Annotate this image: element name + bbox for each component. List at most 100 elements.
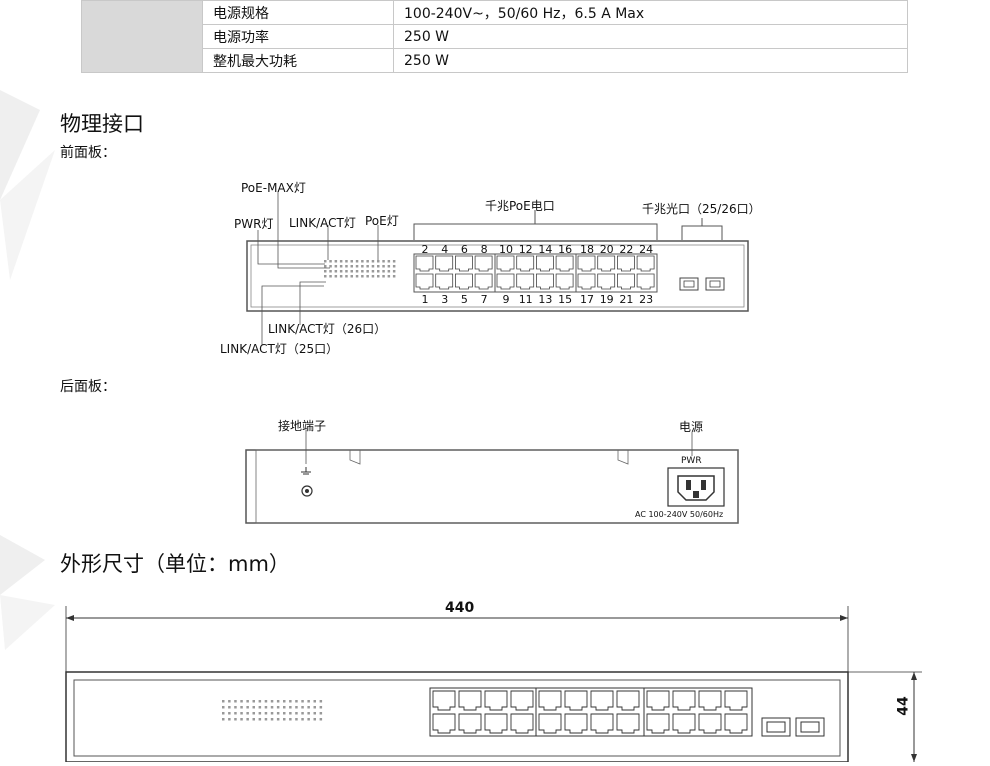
led-dot [222,706,225,709]
port-number: 15 [558,293,573,306]
rj45-port [435,273,454,290]
gigabit-poe-ports-label: 千兆PoE电口 [485,199,555,213]
led-dot [283,706,286,709]
led-dot [382,275,385,278]
led-dot [324,260,327,263]
led-dot [350,265,353,268]
rj45-port [415,255,434,272]
led-dot [339,260,343,263]
link-act-25-label: LINK/ACT灯（25口） [220,342,339,356]
led-dot [264,718,268,721]
led-dot [276,700,280,703]
led-dot [361,270,364,273]
pwr-led-label: PWR灯 [234,217,274,231]
height-dimension-value: 44 [895,696,912,716]
rj45-port [474,255,493,272]
rj45-port [510,713,534,734]
port-number: 20 [599,243,614,256]
rj45-port [538,713,562,734]
led-dot [283,700,286,703]
led-dot [324,265,327,268]
port-number: 2 [421,243,429,256]
width-dimension-value: 440 [445,600,475,616]
rj45-port [536,255,554,272]
led-dot [371,265,375,268]
led-dot [301,706,304,709]
port-number: 17 [580,293,594,306]
led-dot [228,718,231,721]
led-dot [329,260,332,263]
led-dot [334,270,338,273]
rj45-port [455,255,473,272]
led-dot [313,718,316,721]
port-number: 12 [518,243,533,256]
rj45-port [577,255,596,272]
led-dot [276,718,280,721]
port-number: 16 [558,243,573,256]
spec-table: 电源规格 100-240V~，50/60 Hz，6.5 A Max 电源功率 2… [81,0,908,73]
dimension-drawing: 440 44 [60,598,930,763]
led-dot [377,270,380,273]
port-number: 22 [619,243,634,256]
spec-value: 250 W [393,24,908,49]
led-dot [234,700,237,703]
rj45-port [590,713,614,734]
rj45-port [432,713,456,734]
rj45-port [564,690,588,711]
led-dot [252,700,255,703]
port-number: 10 [499,243,513,256]
led-dot [339,275,343,278]
front-panel-drawing [246,192,749,345]
rj45-port [435,255,454,272]
spec-key: 电源规格 [202,0,394,25]
rear-panel-label: 后面板： [60,379,116,395]
rj45-port [496,273,515,290]
rj45-port [698,713,722,734]
rj45-port [484,690,508,711]
led-dot [355,260,359,263]
led-dot [382,265,385,268]
rj45-port [672,713,696,734]
led-dot [228,712,231,715]
led-dot [258,700,262,703]
poe-max-led-label: PoE-MAX灯 [241,181,306,195]
led-dot [222,718,225,721]
spec-value: 250 W [393,48,908,73]
led-dot [366,265,369,268]
led-dot [264,700,268,703]
watermark-shape-bottom [0,535,55,650]
led-dot [222,700,225,703]
led-dot [246,718,249,721]
led-dot [246,712,249,715]
watermark-shape-top [0,90,55,280]
rj45-port [724,713,748,734]
rj45-port [455,273,473,290]
link-act-26-label: LINK/ACT灯（26口） [268,322,387,336]
led-dot [319,706,323,709]
led-dot [234,712,237,715]
rj45-port [698,690,722,711]
table-row: 电源功率 250 W [82,24,908,49]
led-dot [382,270,385,273]
port-number: 18 [580,243,594,256]
led-dot [289,700,292,703]
led-dot [345,270,348,273]
spec-value: 100-240V~，50/60 Hz，6.5 A Max [393,0,908,25]
led-dot [371,270,375,273]
led-dot [392,265,396,268]
led-dot [270,706,274,709]
led-dot [270,718,274,721]
rj45-port [415,273,434,290]
rj45-port [617,273,635,290]
led-dot [319,700,323,703]
rear-panel-drawing [245,430,739,524]
led-dot [339,265,343,268]
led-dot [228,706,231,709]
led-dot [264,706,268,709]
led-dot [329,275,332,278]
led-dot [252,718,255,721]
rj45-port [617,255,635,272]
led-dot [345,275,348,278]
led-dot [387,275,391,278]
ac-rating-text: AC 100-240V 50/60Hz [635,510,724,519]
